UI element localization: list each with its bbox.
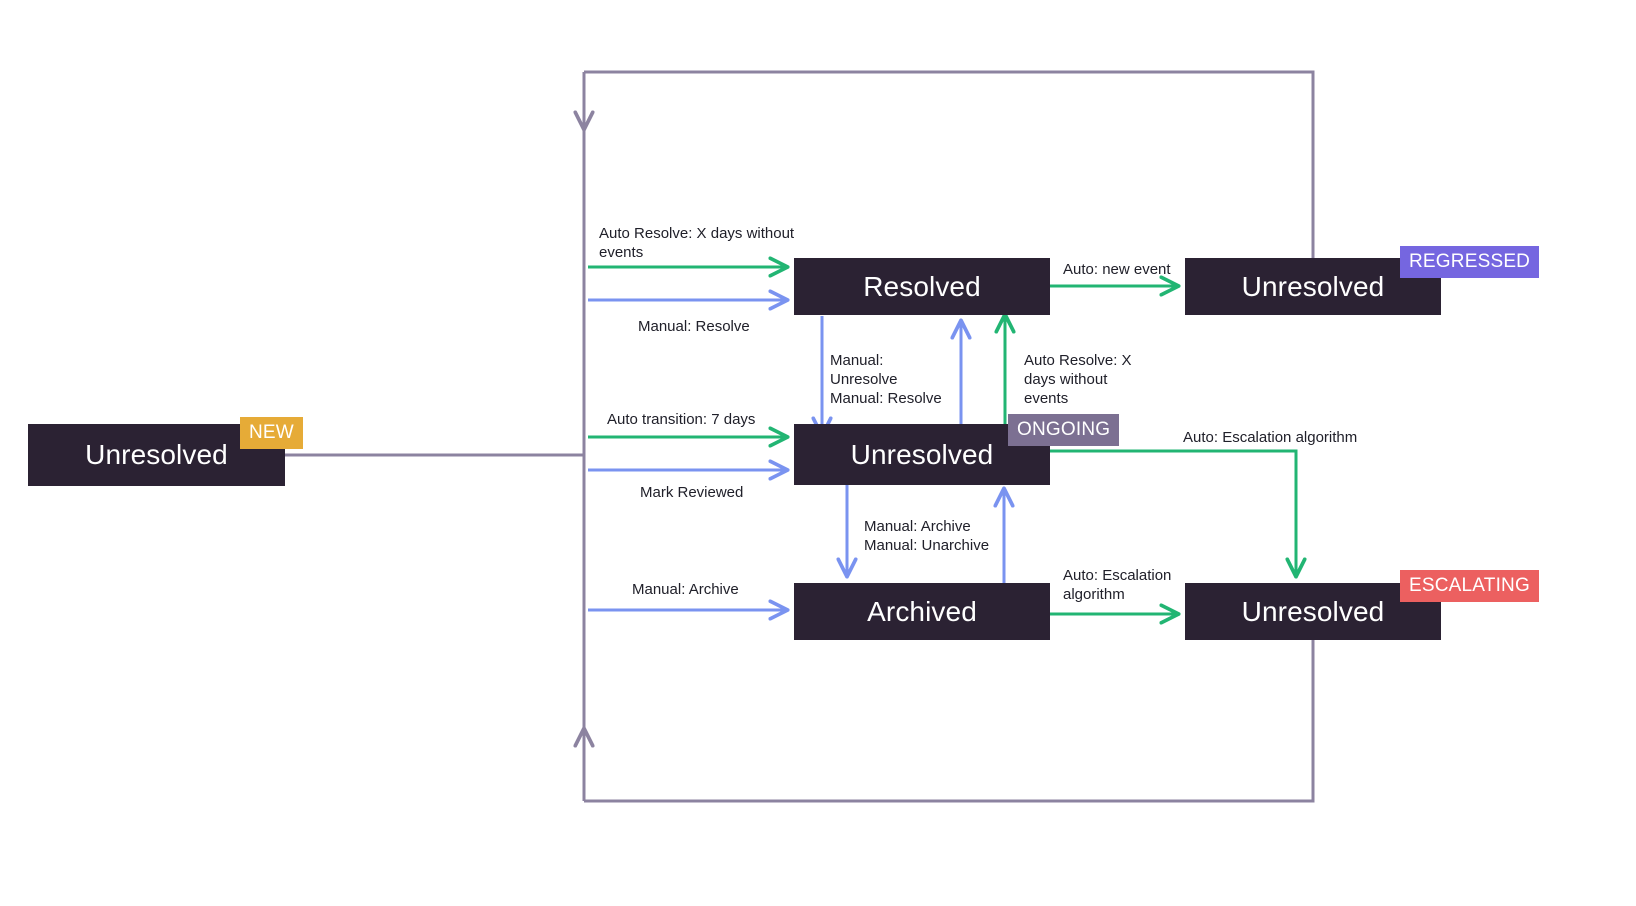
state-node-ongoing-label: Unresolved: [850, 438, 994, 470]
edge-label-manual-archive-left: Manual: Archive: [632, 581, 739, 598]
edge-label-auto-escalation-top: Auto: Escalation algorithm: [1183, 429, 1358, 446]
status-badge-escalating: ESCALATING: [1400, 570, 1539, 602]
state-node-regressed[interactable]: Unresolved: [1185, 258, 1441, 315]
edge-label-auto-transition-7d: Auto transition: 7 days: [607, 411, 756, 428]
edge-label-auto-resolve-top: Auto Resolve: X days without events: [599, 225, 795, 261]
state-node-resolved[interactable]: Resolved: [794, 258, 1050, 315]
state-node-archived-label: Archived: [867, 595, 977, 627]
edge-auto-escalation-top: [1050, 449, 1296, 575]
edge-label-mark-reviewed: Mark Reviewed: [640, 484, 744, 501]
edge-label-manual-archive-pair: Manual: Archive Manual: Unarchive: [864, 518, 990, 554]
edge-label-manual-unresolve-pair: Manual: Unresolve Manual: Resolve: [830, 352, 942, 407]
state-node-new[interactable]: Unresolved: [28, 424, 285, 486]
status-badge-ongoing: ONGOING: [1008, 414, 1120, 446]
state-node-regressed-label: Unresolved: [1241, 270, 1385, 302]
state-node-resolved-label: Resolved: [863, 270, 981, 302]
status-badge-regressed: REGRESSED: [1400, 246, 1540, 278]
state-node-escalating-label: Unresolved: [1241, 595, 1385, 627]
state-node-archived[interactable]: Archived: [794, 583, 1050, 640]
edge-loop-bottom-rail: [584, 638, 1315, 803]
state-node-escalating[interactable]: Unresolved: [1185, 583, 1441, 640]
edge-label-manual-resolve-top: Manual: Resolve: [638, 318, 750, 335]
edge-label-auto-escalation-archived: Auto: Escalation algorithm: [1063, 567, 1172, 603]
status-badge-new: NEW: [240, 417, 303, 449]
edge-label-auto-resolve-up: Auto Resolve: X days without events: [1024, 352, 1132, 407]
state-node-new-label: Unresolved: [85, 439, 228, 470]
edge-label-auto-new-event: Auto: new event: [1063, 261, 1171, 278]
state-node-ongoing[interactable]: Unresolved: [794, 424, 1050, 485]
